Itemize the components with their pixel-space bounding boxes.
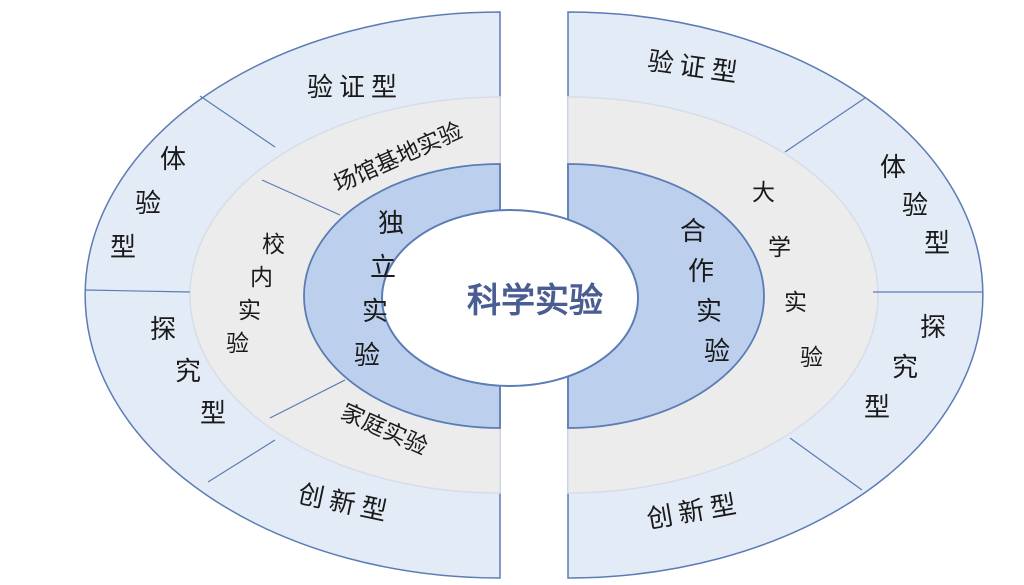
right-outer-label-experience: 体验型 [880, 153, 950, 259]
left-outer-divider [207, 439, 276, 483]
right-inner-ring [567, 163, 765, 429]
right-outer-divider [784, 97, 866, 153]
left-outer-label-experience: 体验型 [110, 145, 186, 263]
left-outer-label-inquiry: 探究型 [150, 315, 226, 429]
left-middle-divider [261, 179, 341, 216]
left-inner-label-independent: 独立实验 [354, 209, 404, 371]
left-outer-divider [199, 95, 276, 148]
right-outer-label-inquiry: 探究型 [864, 313, 946, 423]
right-outer-divider [789, 437, 863, 491]
right-inner-label-cooperative: 合作实验 [680, 217, 730, 367]
right-half [567, 11, 984, 579]
left-middle-divider [269, 379, 346, 419]
left-middle-label-school: 校内实验 [226, 232, 285, 357]
left-outer-divider [84, 289, 191, 293]
center-title: 科学实验 [467, 281, 603, 321]
center-ellipse [381, 209, 639, 387]
left-outer-label-verification: 验证型 [307, 73, 403, 103]
right-middle-label-university: 大学实验 [752, 180, 823, 371]
